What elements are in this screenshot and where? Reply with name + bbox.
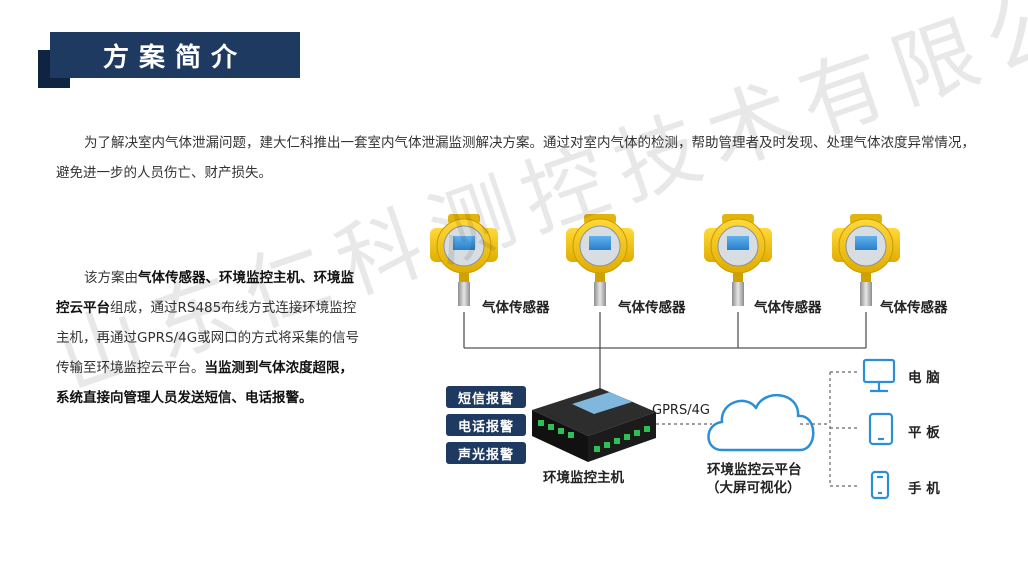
cloud-label: 环境监控云平台 <box>707 462 802 478</box>
gas-sensor-3 <box>704 214 772 306</box>
cloud-icon <box>707 394 815 452</box>
sensor-bus <box>463 312 867 392</box>
cloud-sublabel: （大屏可视化） <box>706 480 801 496</box>
alarm-sms-badge: 短信报警 <box>446 386 526 408</box>
host-device <box>532 388 656 462</box>
intro-paragraph: 为了解决室内气体泄漏问题，建大仁科推出一套室内气体泄漏监测解决方案。通过对室内气… <box>56 135 975 181</box>
device-label-phone: 手 机 <box>908 481 940 497</box>
host-label: 环境监控主机 <box>543 470 624 486</box>
gas-sensor-1 <box>430 214 498 306</box>
desc-text-1: 该方案由 <box>84 270 138 286</box>
title-block: 方案简介 <box>38 32 300 88</box>
sensor-label-2: 气体传感器 <box>618 300 686 316</box>
tablet-icon <box>868 412 894 446</box>
sensor-label-3: 气体传感器 <box>754 300 822 316</box>
page-title: 方案简介 <box>50 32 300 78</box>
gas-sensor-2 <box>566 214 634 306</box>
sensor-label-4: 气体传感器 <box>880 300 948 316</box>
device-label-tablet: 平 板 <box>908 425 940 441</box>
description-paragraph: 该方案由气体传感器、环境监控主机、环境监控云平台组成，通过RS485布线方式连接… <box>56 263 366 413</box>
monitor-icon <box>862 358 896 393</box>
alarm-light-badge: 声光报警 <box>446 442 526 464</box>
link-label: GPRS/4G <box>652 403 710 418</box>
desc-bold-2: 当监测到气体浓度超限，系统直接向管理人员发送短信、电话报警。 <box>56 360 353 406</box>
phone-icon <box>870 470 890 500</box>
device-tree <box>800 371 858 487</box>
desc-text-2: 组成，通过RS485布线方式连接环境监控主机，再通过GPRS/4G或网口的方式将… <box>56 300 360 376</box>
sensor-label-1: 气体传感器 <box>482 300 550 316</box>
gas-sensor-4 <box>832 214 900 306</box>
alarm-phone-badge: 电话报警 <box>446 414 526 436</box>
device-label-pc: 电 脑 <box>908 370 940 386</box>
desc-bold-1: 气体传感器、环境监控主机、环境监控云平台 <box>56 270 354 316</box>
